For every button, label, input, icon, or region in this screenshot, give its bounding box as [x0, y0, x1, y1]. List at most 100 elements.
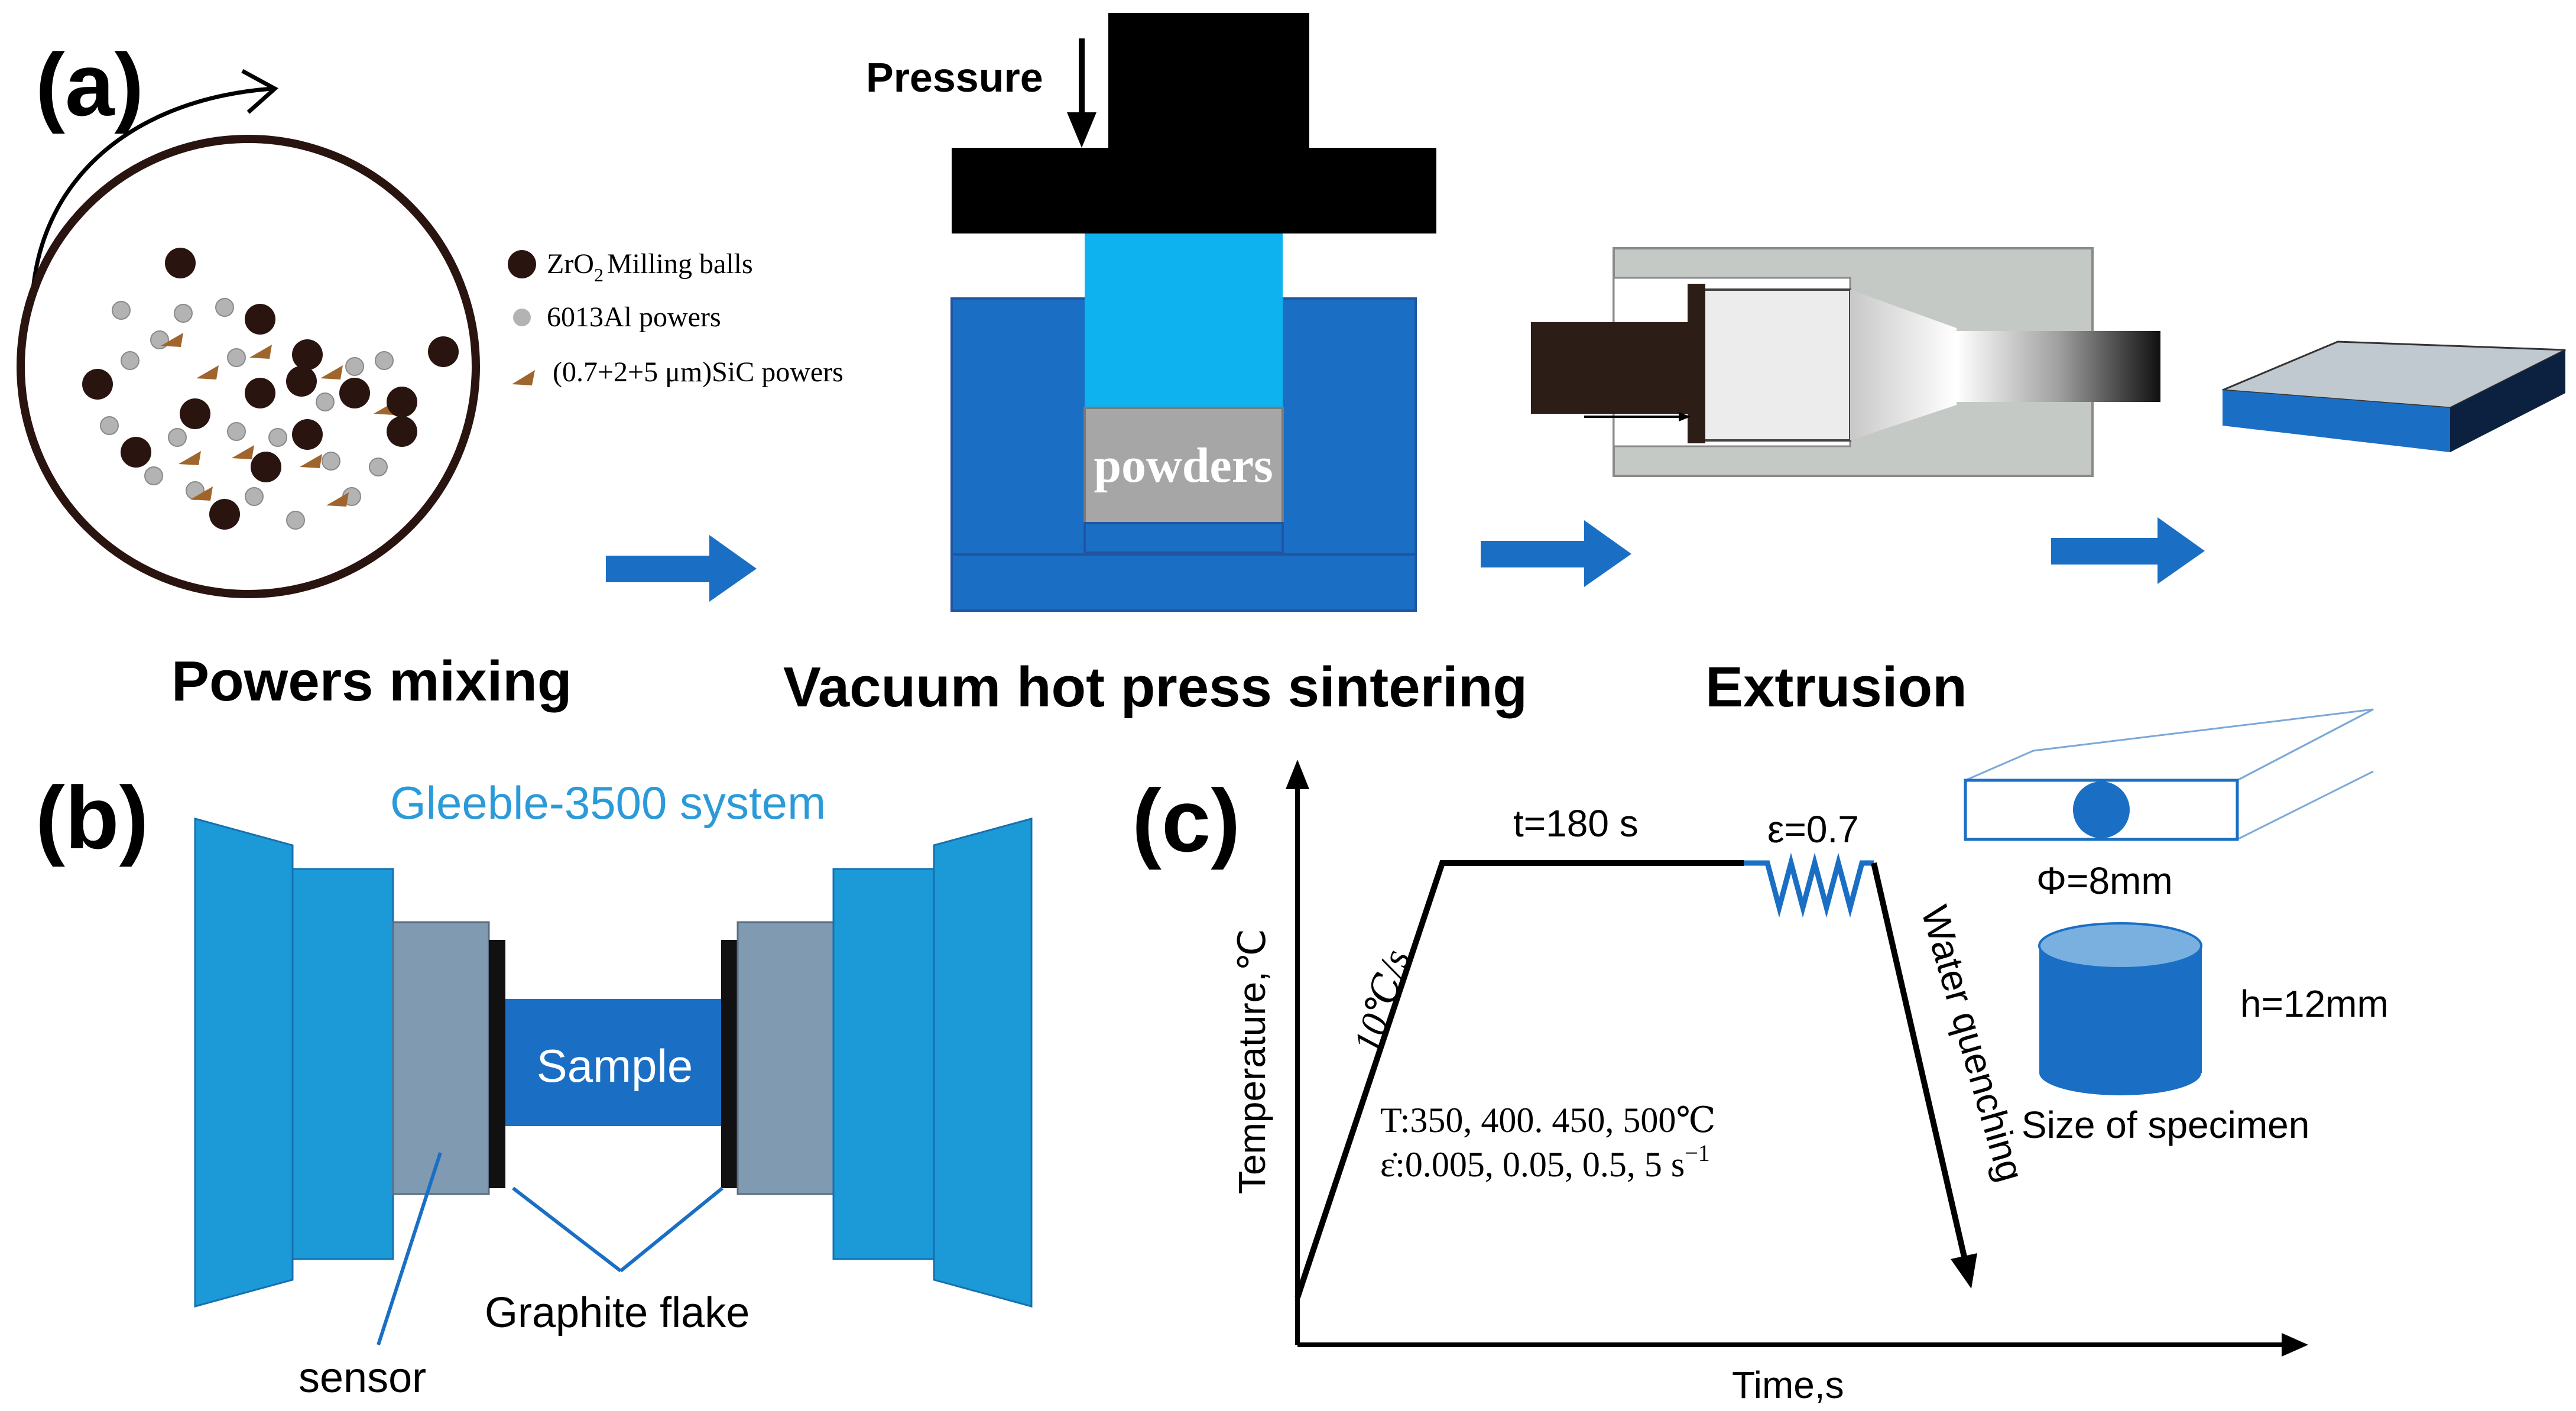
right-graphite-flake	[721, 940, 738, 1188]
al-particle	[112, 301, 131, 320]
press-ram	[1108, 13, 1309, 155]
milling-ball	[387, 387, 417, 417]
al-particle	[375, 351, 394, 370]
left-sensor-block	[392, 921, 490, 1195]
al-particle	[227, 422, 246, 441]
sensor-label: sensor	[299, 1354, 426, 1402]
legend-al: 6013Al powers	[547, 301, 721, 333]
milling-ball	[165, 248, 196, 278]
milling-ball	[428, 336, 459, 367]
al-particle	[227, 348, 246, 367]
legend-sic: (0.7+2+5 μm)SiC powers	[553, 356, 843, 388]
left-inner-jaw	[291, 868, 394, 1260]
sic-particle	[326, 492, 349, 507]
milling-ball	[245, 304, 275, 335]
al-particle	[245, 487, 264, 506]
specimen-cylinder	[2038, 922, 2202, 1095]
strain-rate-list: ε̇:0.005, 0.05, 0.5, 5 s−1	[1380, 1140, 1710, 1184]
milling-ball	[245, 378, 275, 408]
extruded-rod	[1957, 331, 2160, 402]
hot-press: powders Pressure	[866, 13, 1436, 612]
milling-ball	[292, 419, 323, 450]
sic-particle	[232, 445, 254, 459]
al-particle	[174, 304, 193, 323]
powders-label: powders	[1094, 438, 1273, 493]
left-graphite-flake	[489, 940, 505, 1188]
specimen-cross-section	[2073, 781, 2130, 838]
al-particle	[345, 357, 364, 376]
flow-arrow-icon	[2051, 517, 2205, 584]
mixing-jar	[17, 135, 480, 598]
legend-sic-icon	[512, 370, 535, 385]
temperature-profile	[1295, 860, 1744, 1299]
legend-al-icon	[513, 309, 531, 326]
legend-ball-icon	[508, 250, 536, 278]
panel-b: (b) Gleeble-3500 system Sample Graphite …	[35, 768, 1033, 1402]
punch	[1085, 233, 1283, 408]
sic-particle	[190, 486, 213, 501]
al-particle	[369, 458, 388, 476]
billet	[1701, 288, 1851, 442]
sic-particle	[196, 365, 219, 379]
sic-particle	[320, 365, 343, 379]
press-plate	[952, 148, 1436, 233]
sic-particle	[161, 333, 183, 347]
sic-particle	[179, 451, 201, 465]
step-mixing: Powers mixing	[171, 650, 572, 713]
milling-ball	[209, 499, 240, 530]
temperature-list: T:350, 400. 450, 500℃	[1380, 1101, 1715, 1140]
al-particle	[168, 428, 187, 447]
al-particle	[121, 351, 139, 370]
die-cone	[1850, 290, 1957, 440]
extrusion-die	[1531, 247, 2160, 477]
milling-ball	[286, 366, 317, 397]
al-particle	[316, 393, 335, 411]
al-particle	[286, 511, 305, 530]
gleeble-title: Gleeble-3500 system	[390, 777, 826, 829]
panel-c: (c) t=180 s ε=0.7 10℃/s Water quenching …	[1132, 708, 2389, 1406]
al-particle	[268, 428, 287, 447]
milling-ball	[251, 452, 281, 482]
al-particle	[144, 466, 163, 485]
rotation-arrow-icon	[30, 86, 272, 332]
strain-label: ε=0.7	[1767, 808, 1859, 851]
ram-head	[1688, 284, 1705, 443]
milling-ball	[180, 398, 210, 429]
right-outer-jaw	[933, 818, 1033, 1308]
diameter-label: Φ=8mm	[2036, 859, 2173, 902]
milling-ball	[292, 339, 323, 370]
heating-rate: 10℃/s	[1345, 945, 1418, 1058]
sic-particle	[300, 454, 322, 468]
milling-ball	[339, 378, 370, 408]
milling-ball	[387, 416, 417, 447]
step-sintering: Vacuum hot press sintering	[783, 656, 1527, 719]
left-outer-jaw	[194, 818, 294, 1308]
quench-line	[1871, 862, 1968, 1263]
pressure-arrow-icon	[1067, 38, 1303, 148]
extruded-plate	[2222, 340, 2566, 452]
right-sensor-block	[737, 921, 835, 1195]
lower-punch	[1083, 522, 1284, 554]
step-extrusion: Extrusion	[1705, 656, 1967, 719]
sample-rod	[505, 999, 721, 1126]
graphite-label: Graphite flake	[485, 1289, 750, 1337]
right-inner-jaw	[832, 868, 935, 1260]
panel-a-label: (a)	[35, 35, 144, 134]
quench-label: Water quenching	[1913, 901, 2033, 1186]
milling-ball	[82, 369, 113, 400]
flow-arrow-icon	[606, 535, 757, 602]
specimen-label: Size of specimen	[2022, 1104, 2309, 1146]
deformation-zigzag	[1744, 852, 1874, 918]
x-axis-label: Time,s	[1732, 1364, 1844, 1406]
flow-arrow-icon	[1481, 520, 1631, 587]
rotation-arrowhead-icon	[241, 69, 279, 114]
extrusion-ram	[1531, 322, 1693, 414]
height-label: h=12mm	[2240, 982, 2389, 1025]
hold-time: t=180 s	[1513, 802, 1639, 845]
powder-chamber	[1083, 407, 1284, 524]
al-particle	[322, 452, 340, 471]
specimen-bar	[1964, 708, 2374, 841]
